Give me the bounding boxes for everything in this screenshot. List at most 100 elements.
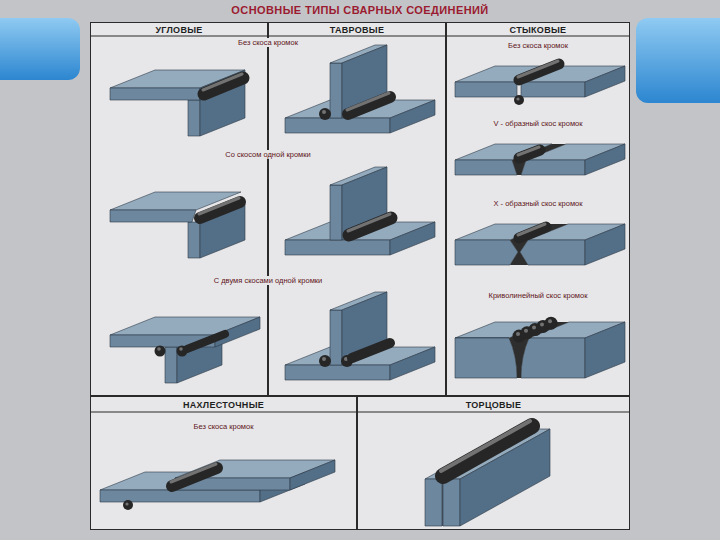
butt-joint-v-part bbox=[518, 147, 539, 155]
butt-joint-x bbox=[455, 224, 625, 265]
tee-joint-part bbox=[319, 108, 331, 120]
edge-joint bbox=[425, 421, 550, 526]
joint-panel: УГЛОВЫЕ bbox=[90, 22, 268, 396]
joint-panel: НАХЛЕСТОЧНЫЕ Без скоса кромок bbox=[90, 396, 357, 530]
lap-joint-part bbox=[290, 460, 335, 490]
blue-corners-part bbox=[636, 18, 720, 103]
butt-joint-x-part bbox=[510, 252, 528, 265]
header-bands-part bbox=[90, 35, 630, 36]
corner-joint-double-bevel-part bbox=[157, 347, 161, 351]
joint-caption: Без скоса кромок bbox=[91, 422, 356, 431]
joint-caption: X - образный скос кромок bbox=[447, 199, 629, 208]
butt-joint-curved-part bbox=[516, 332, 520, 336]
corner-joint-part bbox=[200, 70, 245, 100]
butt-joint-part bbox=[521, 82, 585, 97]
joint-caption: Без скоса кромок bbox=[447, 41, 629, 50]
header-bands-part bbox=[90, 411, 630, 412]
edge-joint-part bbox=[442, 479, 443, 526]
edge-joint-part bbox=[441, 421, 530, 471]
edge-joint-part bbox=[443, 426, 532, 476]
butt-joint-curved-part bbox=[521, 338, 585, 378]
butt-joint-v bbox=[455, 144, 625, 175]
corner-joint-part bbox=[203, 74, 242, 90]
tee-joint-part bbox=[322, 110, 326, 114]
butt-joint-x-part bbox=[520, 240, 585, 265]
butt-joint-curved-part bbox=[585, 322, 625, 378]
joint-panel: ТАВРОВЫЕ bbox=[268, 22, 446, 396]
corner-joint-double-bevel-part bbox=[187, 334, 225, 349]
lap-joint-part bbox=[123, 500, 133, 510]
tee-joint-double-bevel-part bbox=[390, 347, 435, 380]
butt-joint-part bbox=[519, 64, 559, 80]
blue-corners-part bbox=[0, 18, 80, 80]
butt-joint-x-part bbox=[455, 240, 518, 265]
lap-joint-part bbox=[125, 502, 128, 505]
butt-joint-x-part bbox=[510, 224, 568, 240]
butt-joint-part bbox=[585, 66, 625, 97]
butt-joint-curved-part bbox=[509, 338, 529, 378]
butt-joint-curved-part bbox=[548, 319, 552, 323]
poster-title: ОСНОВНЫЕ ТИПЫ СВАРНЫХ СОЕДИНЕНИЙ bbox=[231, 4, 488, 16]
corner-joint-bevel-part bbox=[188, 222, 200, 258]
corner-joint-double-bevel-part bbox=[165, 347, 177, 383]
tee-joint-bevel-part bbox=[390, 222, 435, 255]
butt-joint-curved-part bbox=[545, 317, 558, 330]
butt-joint-curved-part bbox=[532, 326, 536, 330]
butt-joint-curved-part bbox=[524, 329, 528, 333]
tee-joint-part bbox=[390, 100, 435, 133]
corner-joint-double-bevel bbox=[110, 317, 260, 383]
tee-joint-bevel-part bbox=[285, 240, 390, 255]
tee-joint-part bbox=[347, 93, 389, 110]
tee-joint-part bbox=[330, 63, 342, 118]
group-heading: ТОРЦОВЫЕ bbox=[358, 400, 629, 411]
corner-joint-bevel bbox=[110, 192, 245, 258]
joint-caption: Криволинейный скос кромок bbox=[447, 291, 629, 300]
corner-joint-bevel-part bbox=[199, 198, 239, 214]
butt-joint-v-part bbox=[455, 160, 517, 175]
butt-joint-part bbox=[455, 82, 517, 97]
corner-joint-double-bevel-part bbox=[155, 346, 166, 357]
tee-joint-bevel bbox=[285, 167, 435, 255]
corner-joint-part bbox=[188, 100, 200, 136]
header-bands bbox=[90, 36, 630, 412]
tee-joint-double-bevel-part bbox=[285, 365, 390, 380]
group-heading: ТАВРОВЫЕ bbox=[269, 25, 445, 36]
joint-caption: Со скосом одной кромки bbox=[222, 150, 313, 159]
lap-joint-part bbox=[171, 464, 216, 482]
joint-panel: СТЫКОВЫЕ Без скоса кромок V - образный ско… bbox=[446, 22, 630, 396]
tee-joint bbox=[285, 45, 435, 133]
tee-joint-double-bevel bbox=[285, 292, 435, 380]
tee-joint-double-bevel-part bbox=[319, 355, 331, 367]
joint-caption: С двумя скосами одной кромки bbox=[211, 276, 326, 285]
joint-panel: ТОРЦОВЫЕ bbox=[357, 396, 630, 530]
tee-joint-part bbox=[285, 118, 390, 133]
corner-joint-part bbox=[110, 88, 200, 100]
corner-joint-bevel-part bbox=[110, 210, 196, 222]
butt-joint-x-part bbox=[585, 224, 625, 265]
butt-joint-curved-part bbox=[455, 338, 517, 378]
lap-joint-part bbox=[100, 490, 260, 502]
butt-joint-x-part bbox=[518, 224, 545, 235]
joint-caption: Без скоса кромок bbox=[235, 38, 301, 47]
frame-ground bbox=[90, 22, 630, 530]
butt-joint-part bbox=[518, 61, 558, 77]
edge-joint-part bbox=[443, 479, 460, 526]
lap-joint-part bbox=[172, 468, 217, 486]
joint-caption: V - образный скос кромок bbox=[447, 119, 629, 128]
butt-joint-curved bbox=[455, 317, 625, 378]
lap-joint bbox=[100, 460, 335, 510]
tee-joint-double-bevel-part bbox=[352, 343, 390, 358]
group-heading: СТЫКОВЫЕ bbox=[447, 25, 629, 36]
butt-joint-v-part bbox=[512, 144, 566, 160]
group-heading: НАХЛЕСТОЧНЫЕ bbox=[91, 400, 356, 411]
group-heading: УГЛОВЫЕ bbox=[91, 25, 267, 36]
tee-joint-bevel-part bbox=[348, 214, 390, 231]
butt-joint bbox=[455, 61, 625, 105]
corner-joint bbox=[110, 70, 245, 136]
butt-joint-part bbox=[516, 97, 519, 100]
edge-joint-part bbox=[425, 479, 442, 526]
tee-joint-double-bevel-part bbox=[330, 310, 342, 365]
